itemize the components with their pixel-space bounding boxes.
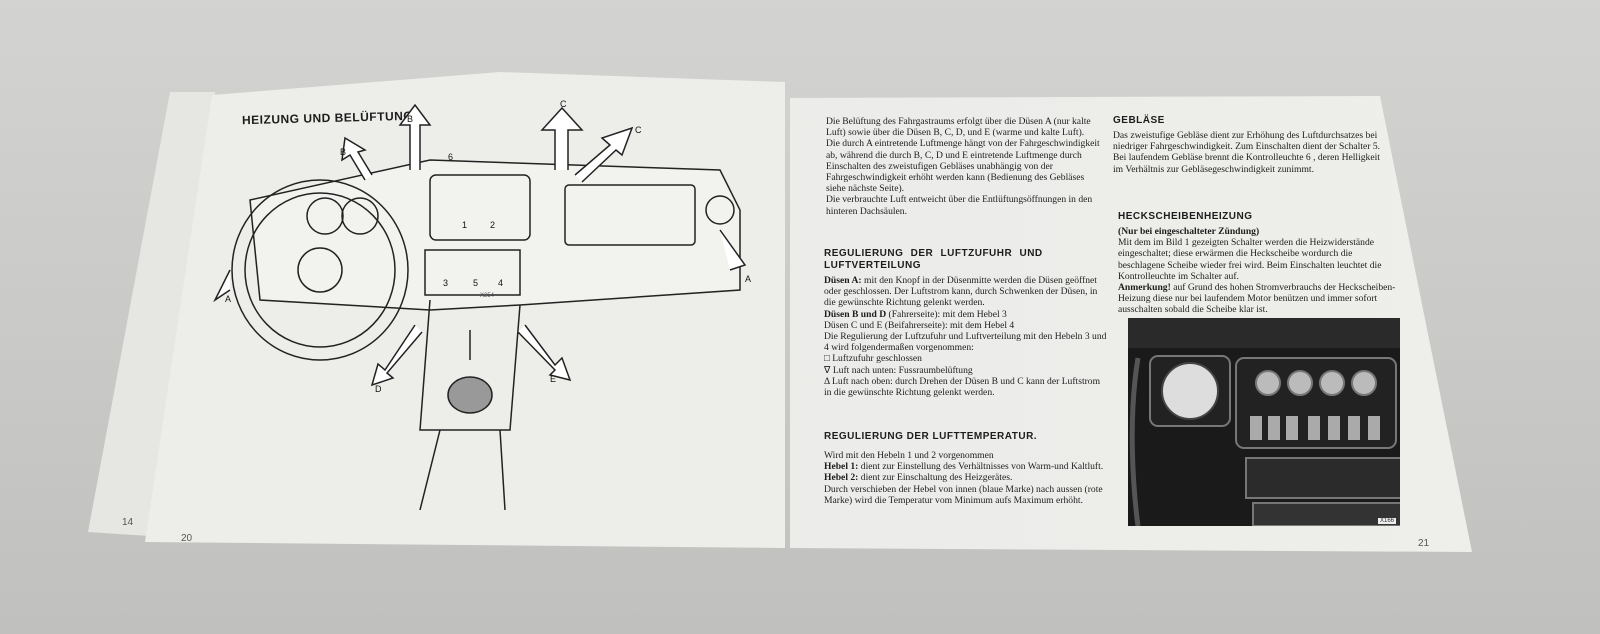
page-number-right: 21 <box>1418 538 1430 549</box>
section3-text: Das zweistufige Gebläse dient zur Erhöhu… <box>1113 130 1381 175</box>
svg-text:A: A <box>225 294 231 304</box>
label: Hebel 1: <box>824 461 859 473</box>
svg-text:4: 4 <box>498 278 503 288</box>
page-number-left: 20 <box>181 533 193 544</box>
text: auf Grund des hohen Stromverbrauchs der … <box>1118 282 1396 316</box>
option: Δ Luft nach oben: durch Drehen der Düsen… <box>824 375 1101 399</box>
subheading: (Nur bei eingeschalteter Zündung) <box>1118 226 1260 237</box>
svg-text:3: 3 <box>443 278 448 288</box>
svg-text:5: 5 <box>473 278 478 288</box>
text: Durch verschieben der Hebel von innen (b… <box>824 483 1103 506</box>
svg-text:D: D <box>375 384 382 394</box>
dashboard-photo: X166 <box>1128 318 1400 526</box>
svg-text:C: C <box>560 100 567 109</box>
svg-text:C: C <box>635 125 642 135</box>
option: □ Luftzufuhr geschlossen <box>824 353 922 365</box>
svg-text:E: E <box>550 374 556 384</box>
svg-text:6: 6 <box>448 152 453 162</box>
svg-text:B: B <box>407 114 413 124</box>
figure-code: X254 <box>480 293 495 299</box>
text: Düsen C und E (Beifahrerseite): mit dem … <box>824 319 1015 331</box>
label: Düsen B und D <box>824 308 887 320</box>
text: mit den Knopf in der Düsenmitte werden d… <box>824 275 1098 309</box>
dashboard-illustration: B B C C A A D E 6 1 2 3 5 4 <box>213 100 751 511</box>
section1-text: Düsen A: mit den Knopf in der Düsenmitte… <box>824 275 1109 398</box>
section4-text: (Nur bei eingeschalteter Zündung) Mit de… <box>1118 226 1398 316</box>
section-heading: REGULIERUNG DER LUFTZUFUHR UND LUFTVERTE… <box>824 248 1043 271</box>
label: Hebel 2: <box>824 472 859 484</box>
text: dient zur Einschaltung des Heizgerätes. <box>860 472 1013 484</box>
svg-text:1: 1 <box>462 220 467 230</box>
label: Düsen A: <box>824 275 862 286</box>
intro-paragraph: Die Belüftung des Fahrgastraums erfolgt … <box>826 116 1091 139</box>
label: Anmerkung! <box>1118 282 1171 294</box>
underlying-page-number: 14 <box>122 517 134 528</box>
text: Die Regulierung der Luftzufuhr und Luftv… <box>824 331 1107 354</box>
section-heading: REGULIERUNG DER LUFTTEMPERATUR. <box>824 431 1038 442</box>
text: Mit dem im Bild 1 gezeigten Schalter wer… <box>1118 237 1382 282</box>
section2-text: Wird mit den Hebeln 1 und 2 vorgenommen … <box>824 450 1109 506</box>
intro-paragraph: Die verbrauchte Luft entweicht über die … <box>826 194 1093 217</box>
option: ∇ Luft nach unten: Fussraumbelüftung <box>824 364 973 376</box>
svg-text:2: 2 <box>490 220 495 230</box>
section-heading: HECKSCHEIBENHEIZUNG <box>1118 211 1253 222</box>
text: dient zur Einstellung des Verhältnisses … <box>860 461 1104 473</box>
intro-paragraph: Die durch A eintretende Luftmenge hängt … <box>826 138 1100 195</box>
section-heading: GEBLÄSE <box>1113 115 1165 126</box>
svg-text:A: A <box>745 274 751 284</box>
photo-code: X166 <box>1377 518 1396 524</box>
text: Wird mit den Hebeln 1 und 2 vorgenommen <box>824 450 994 461</box>
text: (Fahrerseite): mit dem Hebel 3 <box>888 308 1007 320</box>
intro-text: Die Belüftung des Fahrgastraums erfolgt … <box>826 116 1102 217</box>
svg-text:B: B <box>340 147 346 157</box>
